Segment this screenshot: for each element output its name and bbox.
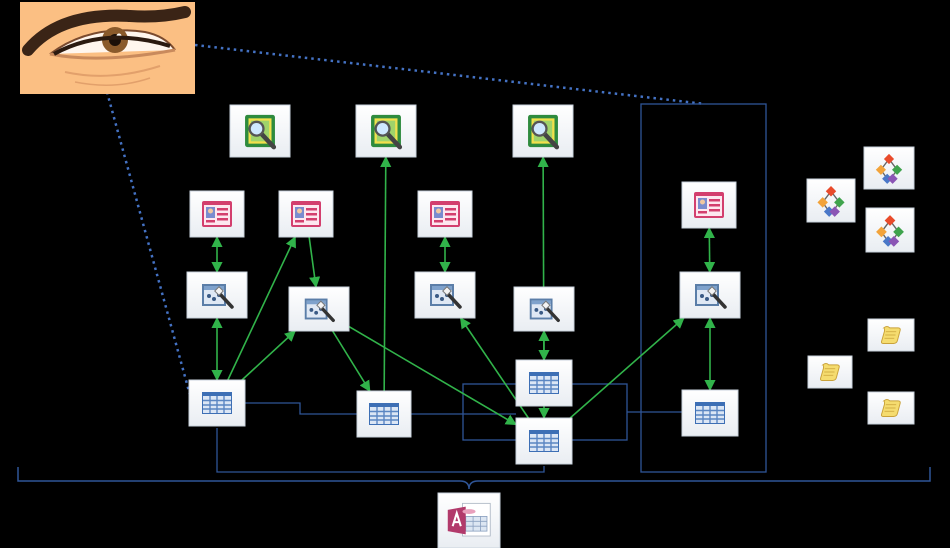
module-icon <box>880 326 901 344</box>
macro3-box <box>865 207 915 253</box>
form-icon <box>430 201 460 227</box>
connector-query2-table4 <box>348 325 517 426</box>
access-database-node <box>437 492 501 548</box>
form-icon <box>202 201 232 227</box>
table4-node <box>515 417 573 465</box>
connector-table2-report2 <box>380 155 392 392</box>
module-icon <box>880 399 901 417</box>
eye-view-lines <box>105 43 706 396</box>
report-icon <box>528 115 558 147</box>
table-icon <box>368 402 400 426</box>
connector-form2-query2 <box>308 236 321 289</box>
table2-node <box>356 390 412 438</box>
report2-node <box>355 104 417 158</box>
macro2-node <box>806 178 856 223</box>
module1-node <box>867 318 915 352</box>
table5-node <box>681 389 739 437</box>
query4-node <box>513 286 575 332</box>
form-icon <box>694 192 724 218</box>
macro1-node <box>863 146 915 190</box>
query3-node <box>414 271 476 319</box>
form3-node <box>417 190 473 238</box>
report-icon <box>245 115 275 147</box>
connector-table4-query5 <box>569 317 685 419</box>
form2-node <box>278 190 334 238</box>
macro1-box <box>863 146 915 190</box>
connector-query2-table2 <box>331 330 371 392</box>
connector-table1-query2 <box>241 330 296 381</box>
eye-icon <box>20 2 195 94</box>
query1-node <box>186 271 248 319</box>
macro2-box <box>806 178 856 223</box>
report1-node <box>229 104 291 158</box>
report-icon <box>371 115 401 147</box>
connector-table1-form2 <box>227 235 296 381</box>
form1-node <box>189 190 245 238</box>
module-icon <box>819 363 840 381</box>
table-icon <box>528 371 560 395</box>
report3-node <box>512 104 574 158</box>
table-icon <box>694 401 726 425</box>
form4-node <box>681 181 737 229</box>
table3-node <box>515 359 573 407</box>
table1-node <box>188 379 246 427</box>
diagram-nodes <box>186 104 915 548</box>
module2-node <box>807 355 853 389</box>
table-icon <box>201 391 233 415</box>
table-icon <box>528 429 560 453</box>
database-bracket <box>17 467 931 490</box>
query5-box <box>679 271 741 319</box>
module3-node <box>867 391 915 425</box>
macro3-node <box>865 207 915 253</box>
query2-node <box>288 286 350 332</box>
table-relationship-lines <box>216 402 682 473</box>
form-icon <box>291 201 321 227</box>
query5-node <box>679 271 741 319</box>
